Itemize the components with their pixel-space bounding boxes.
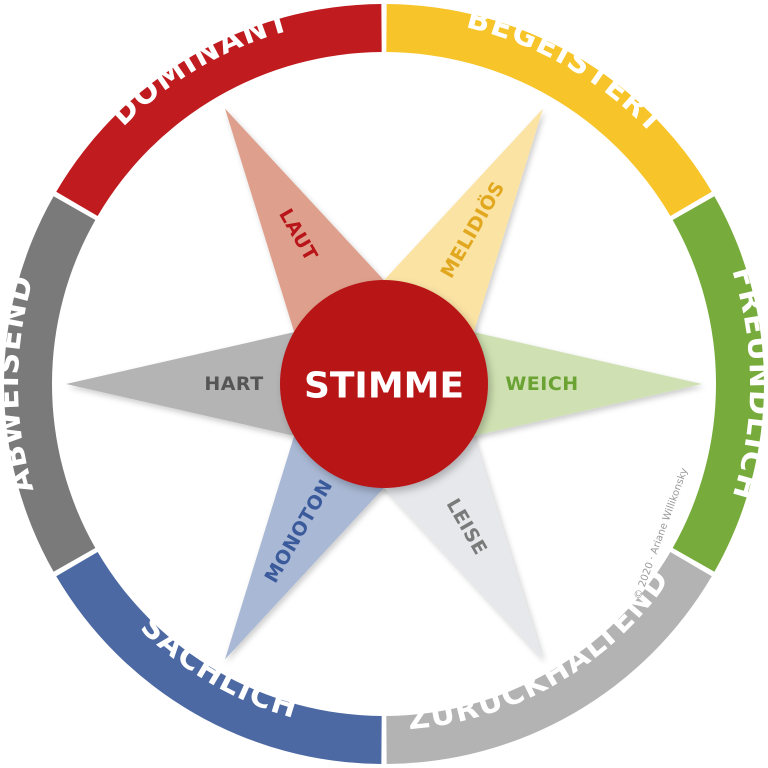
ray-laut	[225, 108, 388, 338]
ring-segment-dominant	[56, 4, 382, 216]
ray-melidioes	[380, 108, 543, 338]
center-label: STIMME	[304, 366, 464, 407]
ray-hart	[66, 331, 300, 437]
ring-segment-abweisend	[3, 196, 96, 572]
ray-weich	[468, 331, 702, 437]
center-hub: STIMME	[280, 280, 488, 488]
ray-monoton	[225, 430, 388, 660]
ring-segment-sachlich	[56, 552, 382, 764]
ray-label-weich: WEICH	[505, 373, 578, 395]
ring-segment-zurueckhaltend	[386, 552, 712, 764]
ray-label-hart: HART	[204, 373, 263, 395]
ray-leise	[380, 430, 543, 660]
ring-segment-begeistert	[386, 4, 712, 216]
ring-segment-freundlich	[672, 196, 765, 572]
center-circle	[280, 280, 488, 488]
